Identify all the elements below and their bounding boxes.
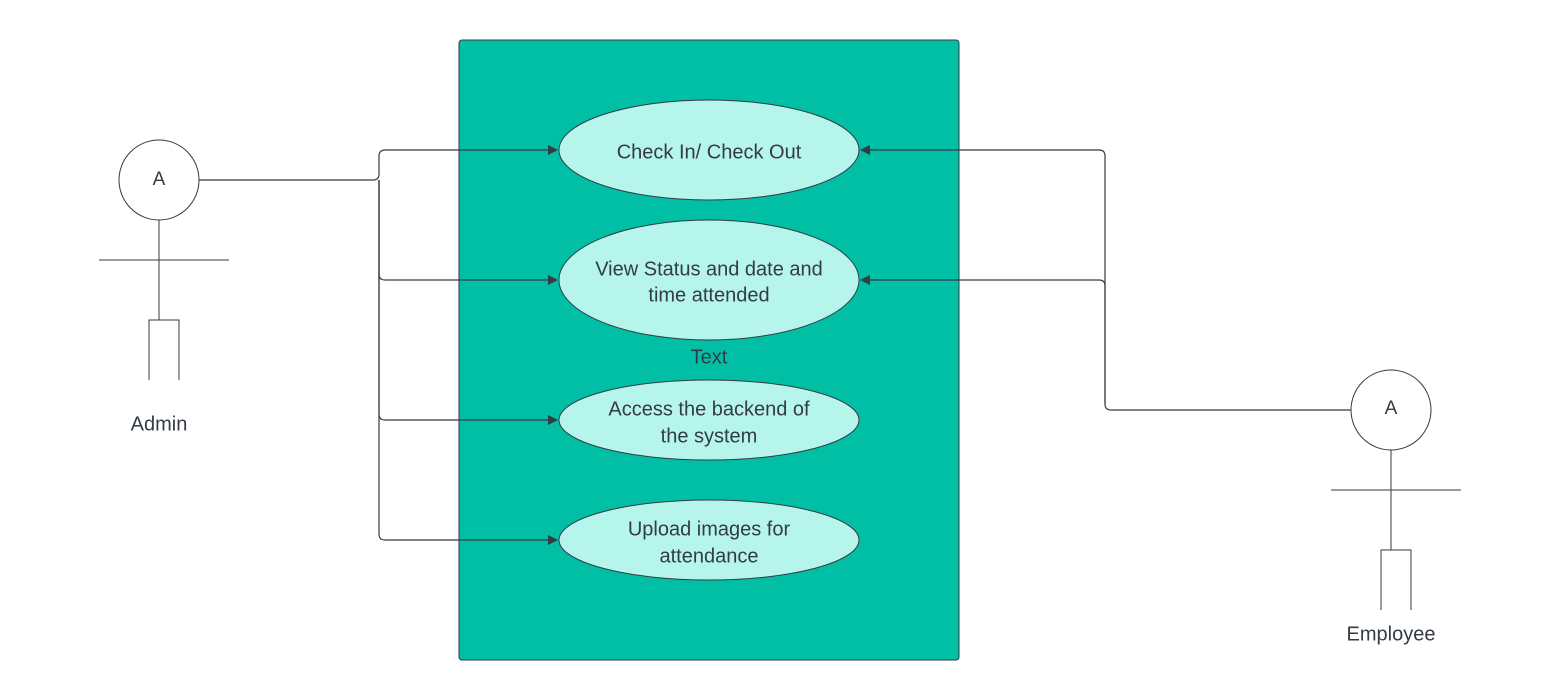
actor-admin-name: Admin [131, 413, 188, 435]
actor-admin-legs [148, 319, 180, 380]
use-case-upload-images-label-line1: Upload images for [628, 518, 791, 540]
admin-trunk-line[interactable] [199, 145, 558, 181]
use-case-access-backend-label-line2: the system [661, 425, 758, 447]
actor-employee-legs [1380, 549, 1412, 610]
loose-text-label[interactable]: Text [691, 346, 728, 368]
admin-connectors [199, 145, 558, 545]
use-case-view-status-shape [558, 219, 860, 341]
use-case-view-status-label-line2: time attended [648, 284, 769, 306]
use-case-access-backend-label-line1: Access the backend of [608, 398, 810, 420]
use-case-view-status-label-line1: View Status and date and [595, 258, 823, 280]
use-case-upload-images-label-line2: attendance [660, 545, 759, 567]
actor-admin[interactable] [99, 139, 229, 380]
use-case-checkin-label: Check In/ Check Out [617, 141, 802, 163]
actor-admin-letter: A [153, 169, 166, 190]
admin-to-upload-line[interactable] [378, 180, 558, 545]
employee-connectors [860, 145, 1351, 411]
employee-to-status-line[interactable] [860, 275, 1106, 404]
actor-employee-name: Employee [1347, 623, 1436, 645]
use-case-access-backend-shape [558, 379, 860, 461]
use-case-view-status[interactable]: View Status and date and time attended [558, 219, 860, 341]
use-case-checkin[interactable]: Check In/ Check Out [558, 99, 860, 201]
employee-to-checkin-line[interactable] [860, 145, 1351, 411]
use-case-upload-images[interactable]: Upload images for attendance [558, 499, 860, 581]
actor-employee-letter: A [1385, 398, 1398, 419]
actor-employee[interactable] [1331, 369, 1461, 610]
use-case-checkin-shape [558, 99, 860, 201]
use-case-upload-images-shape [558, 499, 860, 581]
use-case-access-backend[interactable]: Access the backend of the system [558, 379, 860, 461]
system-boundary[interactable] [458, 39, 960, 661]
